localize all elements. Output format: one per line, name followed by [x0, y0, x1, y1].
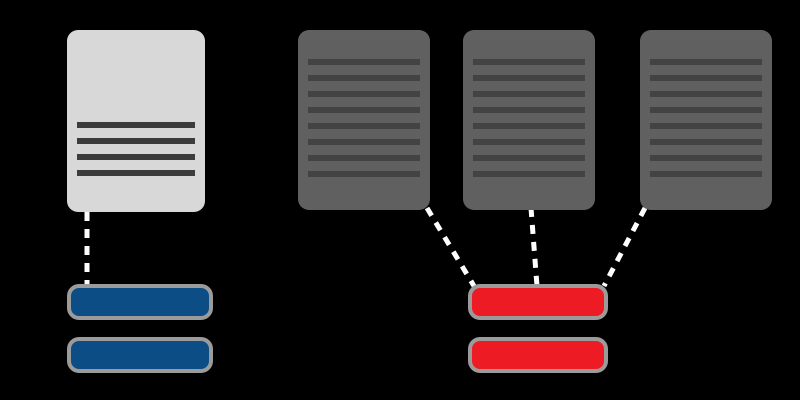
- document-text-line: [77, 138, 195, 144]
- document-text-line: [473, 139, 585, 145]
- document-text-line: [77, 154, 195, 160]
- connector-dark-card-3-to-red-pill: [601, 206, 648, 288]
- document-text-lines: [77, 122, 195, 176]
- pill-label: [472, 341, 604, 369]
- connector-dark-card-1-to-red-pill: [424, 206, 477, 288]
- document-text-line: [308, 107, 420, 113]
- document-text-line: [473, 107, 585, 113]
- pill-label: [472, 288, 604, 316]
- document-text-line: [77, 170, 195, 176]
- document-text-line: [308, 75, 420, 81]
- pill-label: [71, 341, 209, 369]
- document-text-line: [473, 75, 585, 81]
- document-text-line: [308, 171, 420, 177]
- document-text-line: [650, 171, 762, 177]
- document-text-line: [650, 139, 762, 145]
- document-text-line: [473, 171, 585, 177]
- document-text-line: [308, 59, 420, 65]
- result-pill-red-primary[interactable]: [468, 284, 608, 320]
- document-text-line: [308, 123, 420, 129]
- result-pill-blue-primary[interactable]: [67, 284, 213, 320]
- document-text-line: [650, 155, 762, 161]
- document-card-dark-2[interactable]: [463, 30, 595, 210]
- document-text-lines: [650, 59, 762, 177]
- document-text-line: [650, 107, 762, 113]
- result-pill-blue-secondary[interactable]: [67, 337, 213, 373]
- document-text-line: [650, 59, 762, 65]
- document-text-line: [308, 91, 420, 97]
- document-text-line: [650, 75, 762, 81]
- document-text-line: [473, 123, 585, 129]
- document-card-light[interactable]: [67, 30, 205, 212]
- connector-dark-card-2-to-red-pill: [528, 207, 540, 287]
- document-card-dark-3[interactable]: [640, 30, 772, 210]
- document-card-dark-1[interactable]: [298, 30, 430, 210]
- document-text-line: [650, 123, 762, 129]
- document-text-line: [308, 139, 420, 145]
- document-text-line: [77, 122, 195, 128]
- document-text-line: [308, 155, 420, 161]
- document-text-line: [473, 91, 585, 97]
- document-text-line: [473, 155, 585, 161]
- document-text-lines: [308, 59, 420, 177]
- document-text-line: [650, 91, 762, 97]
- document-text-line: [473, 59, 585, 65]
- result-pill-red-secondary[interactable]: [468, 337, 608, 373]
- document-text-lines: [473, 59, 585, 177]
- pill-label: [71, 288, 209, 316]
